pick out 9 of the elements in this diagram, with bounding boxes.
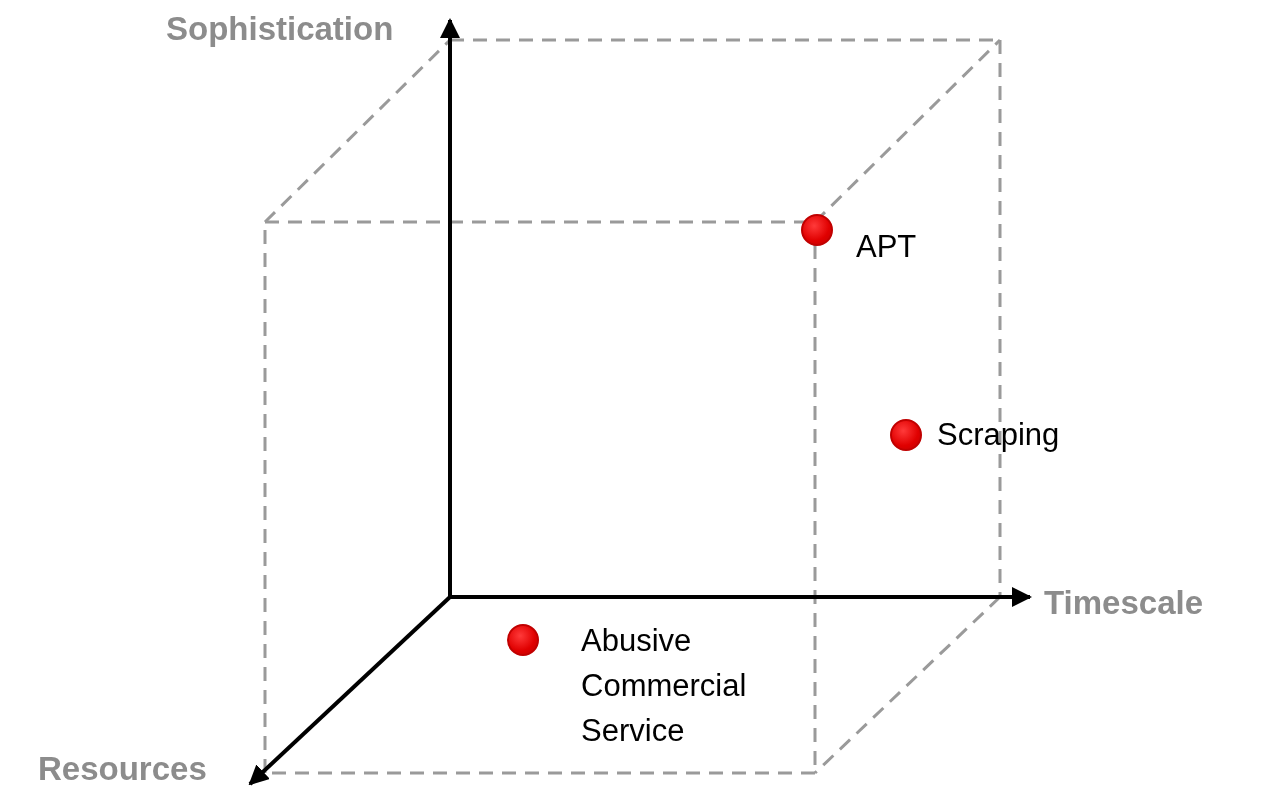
point-label: Abusive Commercial Service: [581, 622, 748, 750]
axis-label: Sophistication: [166, 10, 394, 48]
axis-label: Resources: [38, 750, 207, 788]
data-point: [507, 624, 539, 656]
point-label: APT: [856, 228, 918, 266]
data-point: [890, 419, 922, 451]
point-label: Scraping: [937, 416, 1061, 454]
data-point: [801, 214, 833, 246]
axis-label: Timescale: [1044, 584, 1203, 622]
